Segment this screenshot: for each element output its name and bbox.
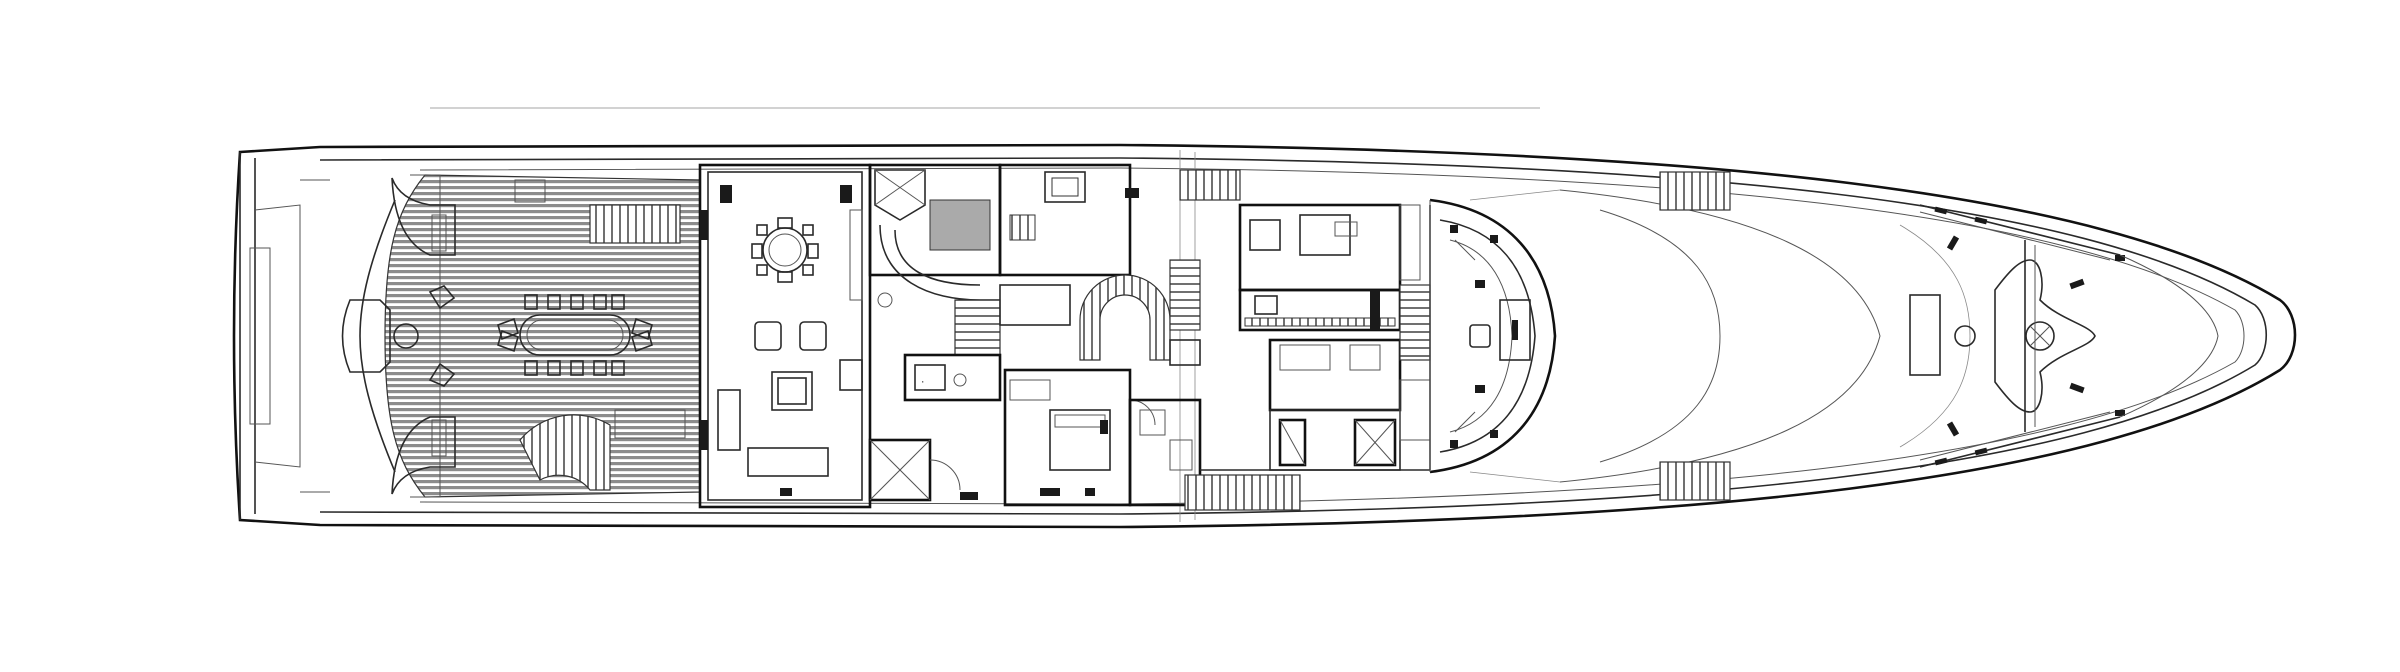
side-stair-port [1184,474,1301,511]
side-stair-starboard [1179,169,1241,201]
forward-cabins [1200,203,1431,471]
fore-stair-starboard [1659,171,1731,211]
foredeck [1909,204,2219,468]
main-salon [698,163,872,509]
stair-hall [998,163,1202,507]
svg-text:·: · [920,378,925,388]
aft-deck [341,174,701,498]
galley-area: · [868,163,1002,502]
wheelhouse [1429,198,1557,474]
fore-stair-port [1659,461,1731,501]
